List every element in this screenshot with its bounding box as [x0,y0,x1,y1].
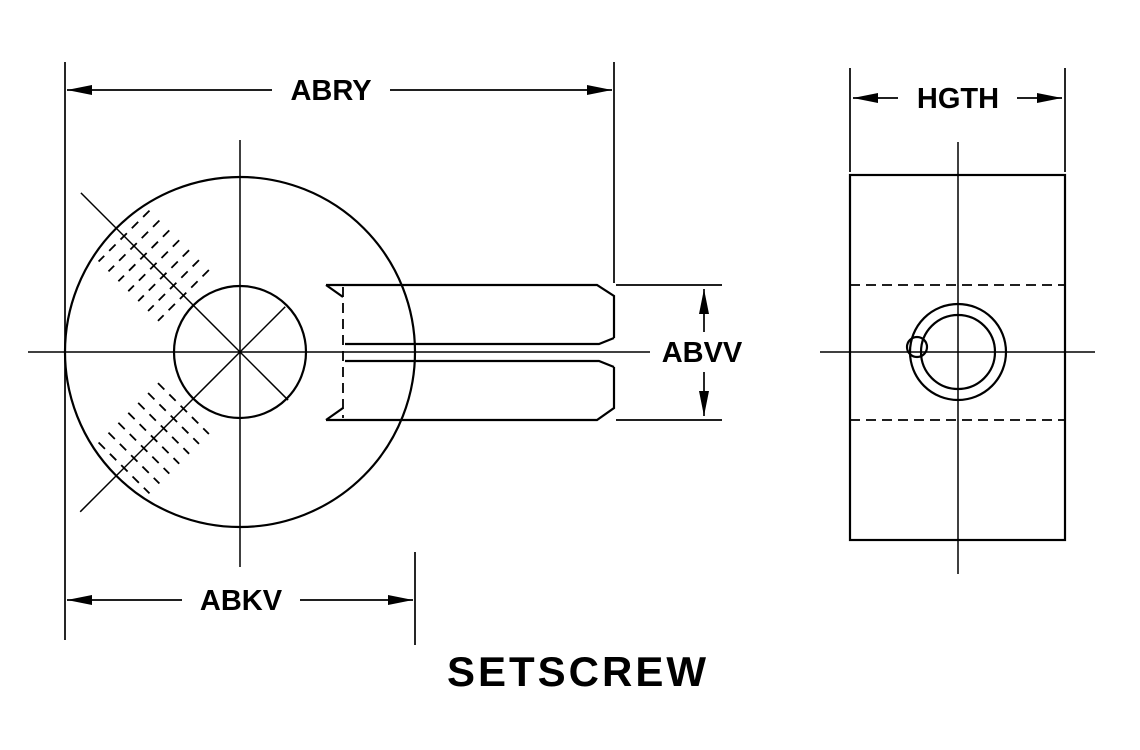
abkv-dimension-label: ABKV [200,585,283,617]
abry-dimension-label: ABRY [290,75,371,107]
abvv-dimension-label: ABVV [662,337,743,369]
front-view [28,140,650,567]
knurl-band-upper-group [80,192,289,401]
hgth-dimension-label: HGTH [917,83,999,115]
diagonal-centerline-sw-ne [79,306,286,513]
shank-hole-circle [172,284,308,420]
slot-notch-circle [905,335,929,359]
shaft-outline [325,283,616,422]
shaft-left-chamfer-top [325,284,344,298]
shaft-bottom-outline [326,367,616,422]
slot-bottom-line [345,359,615,369]
dimension-abkv: ABKV [67,552,416,645]
side-view [820,142,1095,574]
tip-outer-circle [908,302,1008,402]
knurl-hatch-lower [97,382,210,495]
diagonal-centerline-nw-se [80,192,289,401]
slot-top-line [345,336,615,346]
knurl-band-lower-group [79,306,286,513]
tip-inner-circle [919,313,997,391]
shaft-left-chamfer-bottom [325,407,344,421]
dimension-abvv: ABVV [616,284,743,421]
dimension-abry: ABRY [64,62,615,640]
knurl-hatch-upper [97,209,210,322]
drawing-title: SETSCREW [447,648,709,695]
dimension-hgth: HGTH [849,68,1066,172]
shaft-top-outline [326,283,616,338]
